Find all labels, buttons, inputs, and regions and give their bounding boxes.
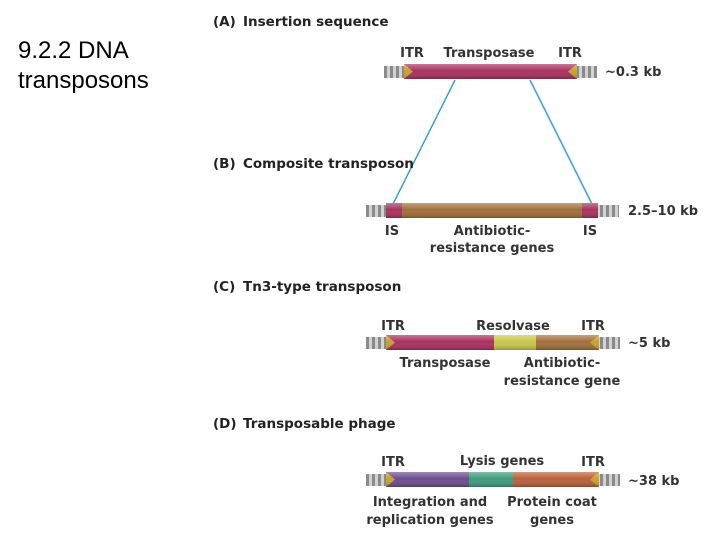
section-a-itr-right-label: ITR (558, 46, 582, 61)
section-b-letter: (B) (213, 156, 236, 172)
section-c-title: Tn3-type transposon (243, 279, 401, 295)
section-c-itr-right-label: ITR (581, 319, 605, 334)
section-b-size: 2.5–10 kb (628, 204, 698, 219)
dna-flank-right (576, 66, 597, 78)
section-b: (B) Composite transposon 2.5–10 kb IS An… (213, 156, 698, 256)
section-d-lysis-label: Lysis genes (460, 454, 545, 469)
section-b-title: Composite transposon (243, 156, 414, 172)
section-a-itr-left-label: ITR (400, 46, 424, 61)
slide-title-line-2: transposons (18, 67, 149, 94)
section-d-dna-bar (366, 472, 620, 487)
section-c: (C) Tn3-type transposon ITR Resolvase IT… (213, 279, 670, 389)
bar-shading (386, 335, 599, 350)
bar-shading (404, 64, 577, 79)
section-a-letter: (A) (213, 14, 236, 30)
dna-flank-right (598, 474, 620, 486)
section-d-integration-label-2: replication genes (366, 513, 494, 528)
bar-shading (386, 472, 599, 487)
section-c-letter: (C) (213, 279, 235, 295)
section-d-integration-label-1: Integration and (373, 495, 487, 510)
section-b-antibiotic-label-1: Antibiotic- (454, 224, 530, 239)
section-a: (A) Insertion sequence ITR Transposase I… (213, 14, 661, 80)
section-a-title: Insertion sequence (243, 14, 389, 30)
connector-line-left (392, 79, 456, 205)
connector-line-right (529, 79, 593, 205)
section-d: (D) Transposable phage ITR Lysis genes I… (213, 416, 679, 528)
dna-flank-left (366, 474, 388, 486)
section-a-transposase-label: Transposase (444, 46, 535, 61)
slide-title: 9.2.2 DNA transposons (18, 36, 149, 96)
dna-flank-right (598, 337, 620, 349)
section-c-dna-bar (366, 335, 620, 350)
section-c-itr-left-label: ITR (381, 319, 405, 334)
dna-flank-left (366, 337, 388, 349)
slide-title-line-1: 9.2.2 DNA (18, 37, 129, 64)
section-b-dna-bar (366, 203, 619, 218)
section-c-size: ~5 kb (628, 336, 670, 351)
section-d-itr-right-label: ITR (581, 455, 605, 470)
section-c-transposase-label: Transposase (400, 356, 491, 371)
section-c-antibiotic-label-2: resistance gene (504, 374, 621, 389)
section-c-antibiotic-label-1: Antibiotic- (524, 356, 600, 371)
section-c-resolvase-label: Resolvase (476, 319, 550, 334)
section-d-size: ~38 kb (628, 474, 679, 489)
bar-shading (386, 203, 598, 218)
section-d-title: Transposable phage (243, 416, 396, 432)
section-a-dna-bar (384, 64, 597, 79)
section-a-size: ~0.3 kb (605, 65, 661, 80)
dna-flank-right (597, 205, 619, 217)
section-d-letter: (D) (213, 416, 237, 432)
section-d-coat-label-1: Protein coat (507, 495, 597, 510)
dna-flank-left (384, 66, 405, 78)
section-b-is-left-label: IS (385, 224, 399, 239)
section-d-coat-label-2: genes (530, 513, 574, 528)
section-b-antibiotic-label-2: resistance genes (430, 241, 555, 256)
section-b-is-right-label: IS (583, 224, 597, 239)
dna-flank-left (366, 205, 388, 217)
section-d-itr-left-label: ITR (381, 455, 405, 470)
